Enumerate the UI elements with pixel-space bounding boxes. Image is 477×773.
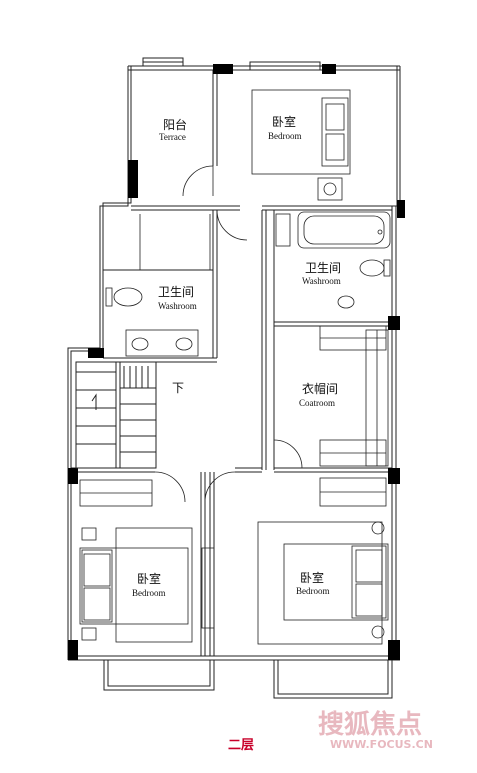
coatroom-label-cn: 衣帽间 <box>302 381 338 396</box>
washroom-left-label-en: Washroom <box>158 301 197 311</box>
coatroom-label-en: Coatroom <box>299 398 335 408</box>
floor-label: 二层 <box>228 738 254 753</box>
bedroom-top-label-cn: 卧室 <box>272 114 296 129</box>
washroom-left-label-cn: 卫生间 <box>158 285 194 299</box>
washroom-right-fixtures <box>275 211 391 309</box>
stair-down-label: 下 <box>172 381 184 395</box>
watermark-brand: 搜狐焦点 <box>318 709 422 740</box>
staircase <box>75 361 157 469</box>
bedroom-left-label-cn: 卧室 <box>137 571 161 586</box>
bed-lower-left <box>79 527 215 643</box>
bedroom-top-label-en: Bedroom <box>268 131 302 141</box>
door-swings <box>154 165 303 503</box>
washroom-right-label-en: Washroom <box>302 276 341 286</box>
coatroom-racks <box>79 325 389 507</box>
bed-top <box>251 89 351 201</box>
walls <box>67 57 401 699</box>
terrace-label-en: Terrace <box>159 132 186 142</box>
bedroom-right-label-en: Bedroom <box>296 586 330 596</box>
bedroom-left-label-en: Bedroom <box>132 588 166 598</box>
bed-lower-right <box>257 521 389 645</box>
watermark-url: WWW.FOCUS.CN <box>330 738 433 751</box>
washroom-left-fixtures <box>105 214 211 357</box>
terrace-label-cn: 阳台 <box>163 117 187 132</box>
columns <box>68 64 405 660</box>
bedroom-right-label-cn: 卧室 <box>300 570 324 585</box>
washroom-right-label-cn: 卫生间 <box>305 261 341 275</box>
